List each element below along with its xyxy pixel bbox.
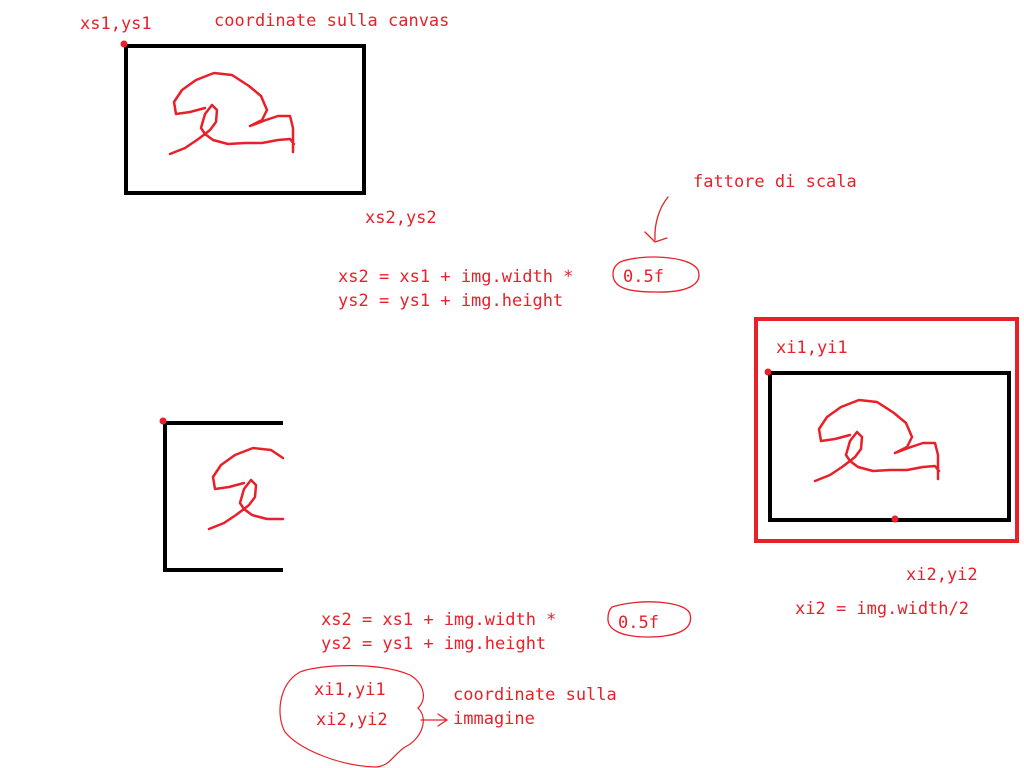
equation-1-line-1: xs2 = xs1 + img.width * xyxy=(338,267,574,287)
equation-1-scale: 0.5f xyxy=(623,267,664,287)
note-xi2yi2: xi2,yi2 xyxy=(316,710,388,730)
corner-marker-xs1ys1 xyxy=(120,40,128,48)
image-rect-black xyxy=(768,371,1011,522)
corner-marker-xi2yi2 xyxy=(891,515,899,523)
equation-1-line-2: ys2 = ys1 + img.height xyxy=(338,291,564,311)
label-xi2-formula: xi2 = img.width/2 xyxy=(795,599,969,619)
equation-2-line-2: ys2 = ys1 + img.height xyxy=(321,634,547,654)
label-image-coords-2: immagine xyxy=(453,709,535,729)
label-image-coords-1: coordinate sulla xyxy=(453,685,617,705)
label-xs1ys1: xs1,ys1 xyxy=(80,14,152,34)
equation-2-line-1: xs2 = xs1 + img.width * xyxy=(321,610,557,630)
corner-marker-bottom xyxy=(159,417,167,425)
label-xi1yi1: xi1,yi1 xyxy=(776,338,848,358)
label-xi2yi2: xi2,yi2 xyxy=(906,565,978,585)
equation-2-scale: 0.5f xyxy=(618,613,659,633)
note-arrow xyxy=(420,713,449,727)
label-xs2ys2: xs2,ys2 xyxy=(365,208,437,228)
image-frame-red xyxy=(754,317,1019,543)
scale-circle-2 xyxy=(607,601,692,638)
canvas-rect-cropped xyxy=(163,421,283,572)
label-canvas-coords: coordinate sulla canvas xyxy=(214,11,450,31)
canvas-rect-top xyxy=(124,44,366,195)
scale-circle-1 xyxy=(612,256,700,293)
label-scale-factor: fattore di scala xyxy=(693,172,857,192)
note-bracket xyxy=(279,665,424,768)
corner-marker-xi1yi1 xyxy=(764,368,772,376)
sketch-drawing-cropped xyxy=(207,446,285,531)
sketch-drawing-top xyxy=(168,71,296,156)
scale-arrow xyxy=(644,196,669,243)
sketch-drawing-right xyxy=(813,398,941,483)
note-xi1yi1: xi1,yi1 xyxy=(314,680,386,700)
